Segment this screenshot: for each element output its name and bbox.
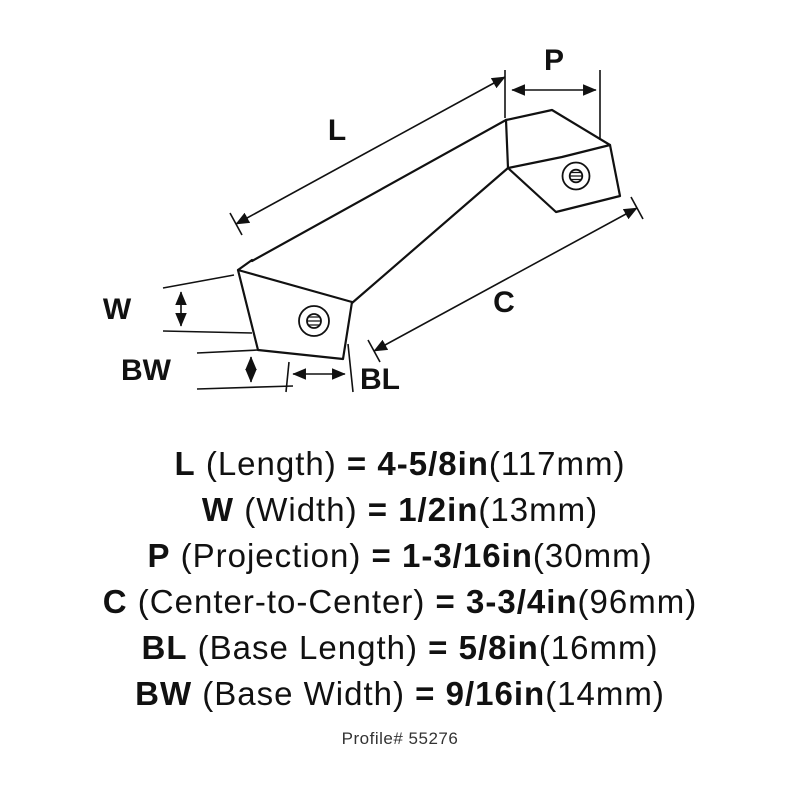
right-screw-hole-threads: [569, 171, 583, 181]
spec-name: (Projection): [180, 537, 362, 574]
spec-metric: (16mm): [538, 629, 659, 666]
dim-BW-extension-top: [196, 349, 259, 354]
spec-name: (Center-to-Center): [137, 583, 426, 620]
spec-metric: (30mm): [532, 537, 653, 574]
right-base-front-top-edge: [506, 143, 612, 170]
dim-C-line: [373, 207, 638, 352]
dimension-P: [511, 70, 601, 140]
dimension-BL: [285, 343, 354, 393]
dim-label-P: P: [544, 44, 564, 77]
spec-code: C: [102, 583, 128, 620]
dimension-L: [229, 70, 506, 236]
dim-label-BL: BL: [360, 363, 400, 396]
right-base-outline: [504, 108, 622, 214]
right-base: [504, 108, 622, 214]
spec-name: (Base Width): [202, 675, 405, 712]
bar-bend-edge: [504, 118, 510, 170]
left-base: [236, 258, 354, 361]
spec-equals: =: [367, 491, 389, 528]
dim-BL-extension-right: [347, 343, 354, 393]
dim-W-extension-bottom: [162, 330, 253, 334]
bar-top-edge: [250, 118, 508, 263]
spec-value: 1/2in: [398, 491, 479, 528]
spec-row-width: W (Width) = 1/2in(13mm): [0, 487, 800, 533]
spec-equals: =: [428, 629, 449, 666]
left-screw-hole-threads: [306, 316, 322, 326]
dim-L-line: [235, 76, 506, 225]
spec-value: 4-5/8in: [377, 445, 489, 482]
handle-diagram: L P C W BW: [103, 44, 644, 396]
spec-value: 1-3/16in: [401, 537, 533, 574]
spec-metric: (117mm): [488, 445, 626, 482]
dim-label-W: W: [103, 293, 132, 326]
left-base-front-top-edge: [236, 268, 354, 304]
spec-name: (Width): [244, 491, 358, 528]
dimension-W: [162, 274, 253, 334]
spec-value: 3-3/4in: [466, 583, 578, 620]
spec-equals: =: [435, 583, 456, 620]
spec-metric: (13mm): [478, 491, 599, 528]
dim-L-tick-left: [229, 212, 243, 236]
spec-value: 5/8in: [458, 629, 539, 666]
dim-label-L: L: [328, 114, 346, 147]
spec-code: BL: [141, 629, 188, 666]
dimension-legend: L (Length) = 4-5/8in(117mm) W (Width) = …: [0, 441, 800, 717]
spec-equals: =: [415, 675, 436, 712]
dim-C-tick-left: [367, 339, 381, 363]
spec-value: 9/16in: [445, 675, 546, 712]
left-screw-hole: [298, 305, 330, 337]
left-screw-hole-outer: [298, 305, 330, 337]
spec-row-base-length: BL (Base Length) = 5/8in(16mm): [0, 625, 800, 671]
spec-metric: (96mm): [577, 583, 698, 620]
dim-label-BW: BW: [121, 354, 172, 387]
spec-metric: (14mm): [545, 675, 665, 712]
spec-code: P: [147, 537, 171, 574]
spec-code: W: [201, 491, 235, 528]
spec-equals: =: [371, 537, 392, 574]
spec-row-center-to-center: C (Center-to-Center) = 3-3/4in(96mm): [0, 579, 800, 625]
dim-BW-extension-bottom: [196, 385, 294, 390]
dim-BL-extension-left: [285, 361, 290, 393]
bar-bottom-edge: [350, 166, 510, 305]
right-screw-hole-outer: [561, 161, 591, 191]
spec-name: (Length): [205, 445, 337, 482]
dimension-C: [367, 196, 644, 363]
spec-equals: =: [346, 445, 368, 482]
right-screw-hole: [561, 161, 591, 191]
spec-code: BW: [135, 675, 193, 712]
profile-number: Profile# 55276: [341, 729, 459, 748]
dim-W-extension-top: [162, 274, 235, 289]
spec-name: (Base Length): [197, 629, 418, 666]
spec-row-projection: P (Projection) = 1-3/16in(30mm): [0, 533, 800, 579]
spec-code: L: [174, 445, 196, 482]
spec-row-base-width: BW (Base Width) = 9/16in(14mm): [0, 671, 800, 717]
spec-row-length: L (Length) = 4-5/8in(117mm): [0, 441, 800, 487]
dimension-BW: [196, 349, 294, 390]
dim-C-tick-right: [630, 196, 644, 220]
dim-label-C: C: [493, 286, 515, 319]
